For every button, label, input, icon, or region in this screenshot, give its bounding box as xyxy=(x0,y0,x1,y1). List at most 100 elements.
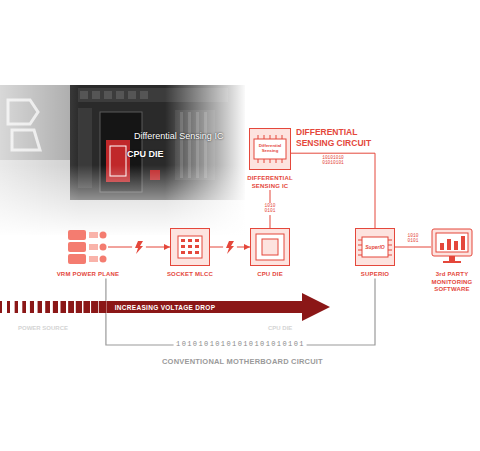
icon-graphic xyxy=(250,228,290,266)
band-stripe xyxy=(10,300,15,314)
lightning-backdrop xyxy=(223,240,237,254)
icon-frame xyxy=(171,229,210,266)
node-caption: CPU DIE xyxy=(240,271,300,279)
binary-signal: 1010 0101 xyxy=(407,234,420,244)
chip-pin xyxy=(282,135,283,139)
node-caption: DIFFERENTIAL SENSING IC xyxy=(244,175,296,190)
band-stripe xyxy=(2,300,7,314)
binary-signal: 10101010 01010101 xyxy=(321,156,345,166)
capacitor xyxy=(188,245,192,248)
arrow-band xyxy=(0,293,330,321)
photo-fade xyxy=(0,165,250,237)
capacitor xyxy=(195,239,199,242)
chip-pin xyxy=(282,159,283,163)
node-caption: SUPERIO xyxy=(345,271,405,279)
power-stage xyxy=(89,232,98,238)
vrm-block: VRM POWER PLANE xyxy=(56,228,120,279)
mlcc-box-shape xyxy=(170,228,210,266)
capacitor xyxy=(195,251,199,254)
voltage-drop-arrow-shape: INCREASING VOLTAGE DROP xyxy=(0,292,330,322)
chip-pin xyxy=(264,159,265,163)
band-stripe xyxy=(106,300,107,314)
photo-callout: CPU DIE xyxy=(127,149,164,159)
chip-pin xyxy=(276,159,277,163)
vrm-choke xyxy=(92,91,100,99)
capacitor xyxy=(195,245,199,248)
axis-label: POWER SOURCE xyxy=(18,325,68,331)
icon-graphic xyxy=(68,228,108,266)
superio-chip: SuperIO SUPERIO xyxy=(345,228,405,279)
lightning-bolt xyxy=(226,241,234,254)
lightning-backdrop xyxy=(132,240,146,254)
graph-bar xyxy=(454,241,458,250)
chip-pin xyxy=(358,240,362,241)
power-stage xyxy=(68,254,86,264)
band-stripe xyxy=(58,300,61,314)
cpu-die-box: CPU DIE xyxy=(240,228,300,279)
section-heading: DIFFERENTIAL SENSING CIRCUIT xyxy=(296,127,386,148)
capacitor xyxy=(188,239,192,242)
chip-pin xyxy=(358,245,362,246)
monitor-box: 3rd PARTY MONITORING SOFTWARE xyxy=(424,228,480,294)
vrm-choke xyxy=(80,91,88,99)
power-stage xyxy=(100,232,107,239)
band-stripe xyxy=(90,300,91,314)
vrm-choke xyxy=(116,91,124,99)
band-stripe xyxy=(34,300,38,314)
power-stage xyxy=(100,244,107,251)
monitor-base xyxy=(443,261,461,263)
lightning-symbol xyxy=(223,240,237,254)
chip-pin xyxy=(358,255,362,256)
icon-frame xyxy=(251,229,290,266)
capacitor xyxy=(181,245,185,248)
chip-pin xyxy=(276,135,277,139)
lightning-symbol xyxy=(132,240,146,254)
connector xyxy=(291,153,375,228)
chip-pin xyxy=(388,240,392,241)
chip-pin xyxy=(264,135,265,139)
icon-graphic xyxy=(170,228,210,266)
icon-frame xyxy=(356,229,395,266)
power-stage xyxy=(100,256,107,263)
chip-pin xyxy=(358,250,362,251)
monitor-frame xyxy=(432,229,472,256)
vrm-block-shape xyxy=(68,228,108,266)
capacitor xyxy=(181,251,185,254)
band-stripe xyxy=(26,300,30,314)
sensing-ic-box-shape: Differential Sensing xyxy=(249,128,291,170)
chip-pin xyxy=(388,250,392,251)
voltage-drop-arrow: INCREASING VOLTAGE DROP xyxy=(0,292,330,322)
icon-graphic xyxy=(431,228,473,266)
mlcc-box: SOCKET MLCC xyxy=(160,228,220,279)
cpu-die-box-shape xyxy=(250,228,290,266)
axis-label: CPU DIE xyxy=(268,325,292,331)
binary-signal: 1010 0101 xyxy=(262,203,279,215)
chip-body xyxy=(362,237,388,257)
power-stage xyxy=(89,244,98,250)
graph-bar xyxy=(440,243,444,250)
chip-pin xyxy=(388,255,392,256)
chip-pin xyxy=(270,159,271,163)
capacitor xyxy=(181,239,185,242)
band-stripe xyxy=(98,300,100,314)
connector xyxy=(395,247,431,248)
monitor-stand xyxy=(449,256,455,261)
icon-frame xyxy=(250,129,291,170)
chip-body xyxy=(254,139,286,159)
node-caption: SOCKET MLCC xyxy=(160,271,220,279)
node-caption: VRM POWER PLANE xyxy=(56,271,120,279)
monitor-box-shape xyxy=(431,228,473,266)
band-stripe xyxy=(74,300,76,314)
superio-chip-shape: SuperIO xyxy=(355,228,395,266)
chip-pin xyxy=(270,135,271,139)
chip-pin xyxy=(258,159,259,163)
sensing-ic-box: Differential SensingDIFFERENTIAL SENSING… xyxy=(240,128,300,190)
graph-bar xyxy=(461,236,465,250)
monitor-screen xyxy=(436,233,468,252)
band-stripe xyxy=(42,300,45,314)
inner-label: SuperIO xyxy=(362,237,388,257)
power-stage xyxy=(68,242,86,252)
